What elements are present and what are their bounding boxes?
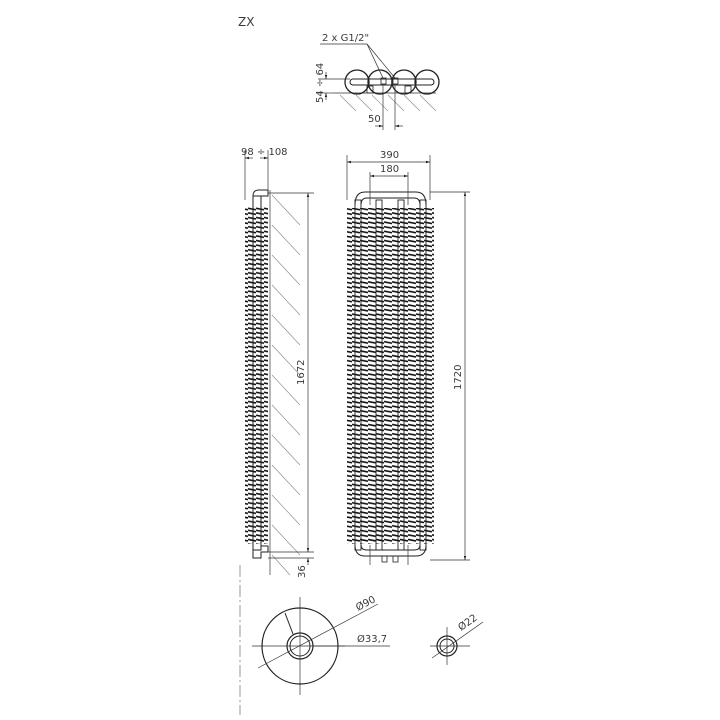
bottom-offset-label: 36 [297, 565, 308, 578]
connection-label: 2 x G1/2" [322, 33, 369, 44]
rosette-detail: Ø90 Ø33,7 [252, 593, 390, 695]
front-view: 390 180 1720 [346, 150, 470, 565]
side-view: 98 ÷ 108 1672 36 [239, 147, 314, 715]
pipe-diameter-label: Ø22 [456, 612, 480, 634]
axis-height-label: 1672 [296, 360, 307, 385]
height-label: 1720 [453, 365, 464, 390]
width-label: 390 [380, 150, 399, 161]
inner-diameter-label: Ø33,7 [357, 633, 387, 645]
wall-distance-label: 98 ÷ 108 [241, 147, 288, 158]
pipe-detail: Ø22 [430, 612, 484, 665]
top-view: 2 x G1/2" 54 ÷ 64 50 [315, 33, 440, 130]
spacing-label: 50 [368, 114, 381, 125]
model-title: ZX [238, 15, 254, 29]
connection-spacing-label: 180 [380, 164, 399, 175]
depth-label: 54 ÷ 64 [315, 63, 326, 103]
